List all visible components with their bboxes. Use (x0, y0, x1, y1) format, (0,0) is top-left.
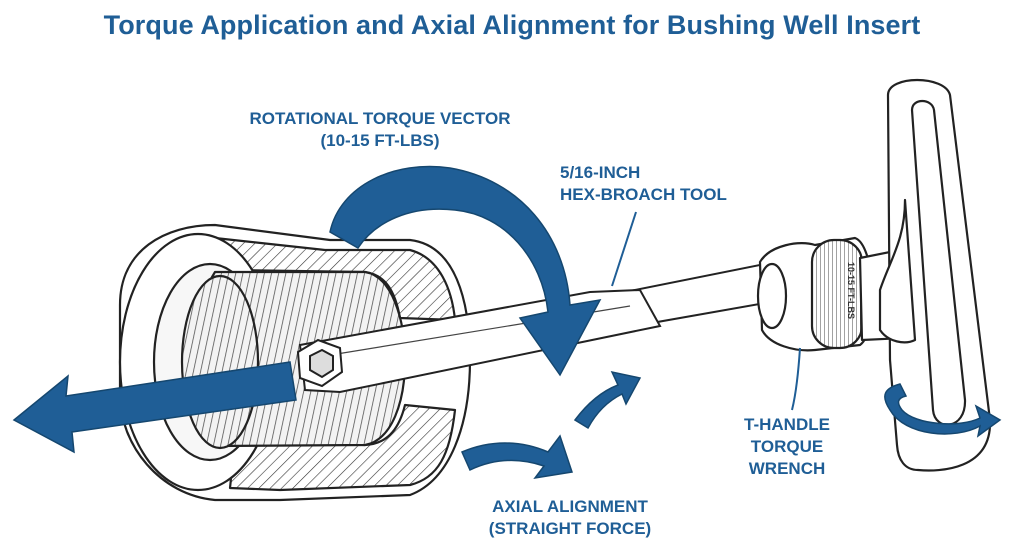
axial-force-arrow-icon (12, 361, 297, 454)
axial-alignment-label: AXIAL ALIGNMENT (STRAIGHT FORCE) (445, 496, 695, 540)
rotational-torque-arrow-icon (329, 165, 642, 480)
t-handle-leader (791, 347, 801, 411)
diagram-title: Torque Application and Axial Alignment f… (103, 10, 921, 40)
collar-torque-marking: 10-15 FT-LBS (846, 262, 856, 319)
handle-rotation-arrow-icon (884, 383, 1002, 438)
t-handle-label-line2: TORQUE (750, 437, 824, 456)
t-handle-label: T-HANDLE TORQUE WRENCH (722, 414, 852, 480)
t-handle-wrench (756, 78, 992, 472)
hex-tool-label-line2: HEX-BROACH TOOL (560, 185, 727, 204)
callout-leaders (611, 211, 801, 411)
torque-vector-label-line2: (10-15 FT-LBS) (320, 131, 440, 150)
t-handle-label-line1: T-HANDLE (744, 415, 830, 434)
torque-vector-label: ROTATIONAL TORQUE VECTOR (10-15 FT-LBS) (220, 108, 540, 152)
axial-alignment-label-line1: AXIAL ALIGNMENT (492, 497, 648, 516)
t-handle-label-line3: WRENCH (748, 459, 826, 478)
axial-alignment-label-line2: (STRAIGHT FORCE) (488, 519, 652, 538)
torque-vector-label-line1: ROTATIONAL TORQUE VECTOR (249, 109, 511, 128)
hex-tool-label-line1: 5/16-INCH (560, 163, 641, 182)
hex-tool-label: 5/16-INCH HEX-BROACH TOOL (560, 162, 790, 206)
hex-tool-leader (611, 211, 637, 287)
